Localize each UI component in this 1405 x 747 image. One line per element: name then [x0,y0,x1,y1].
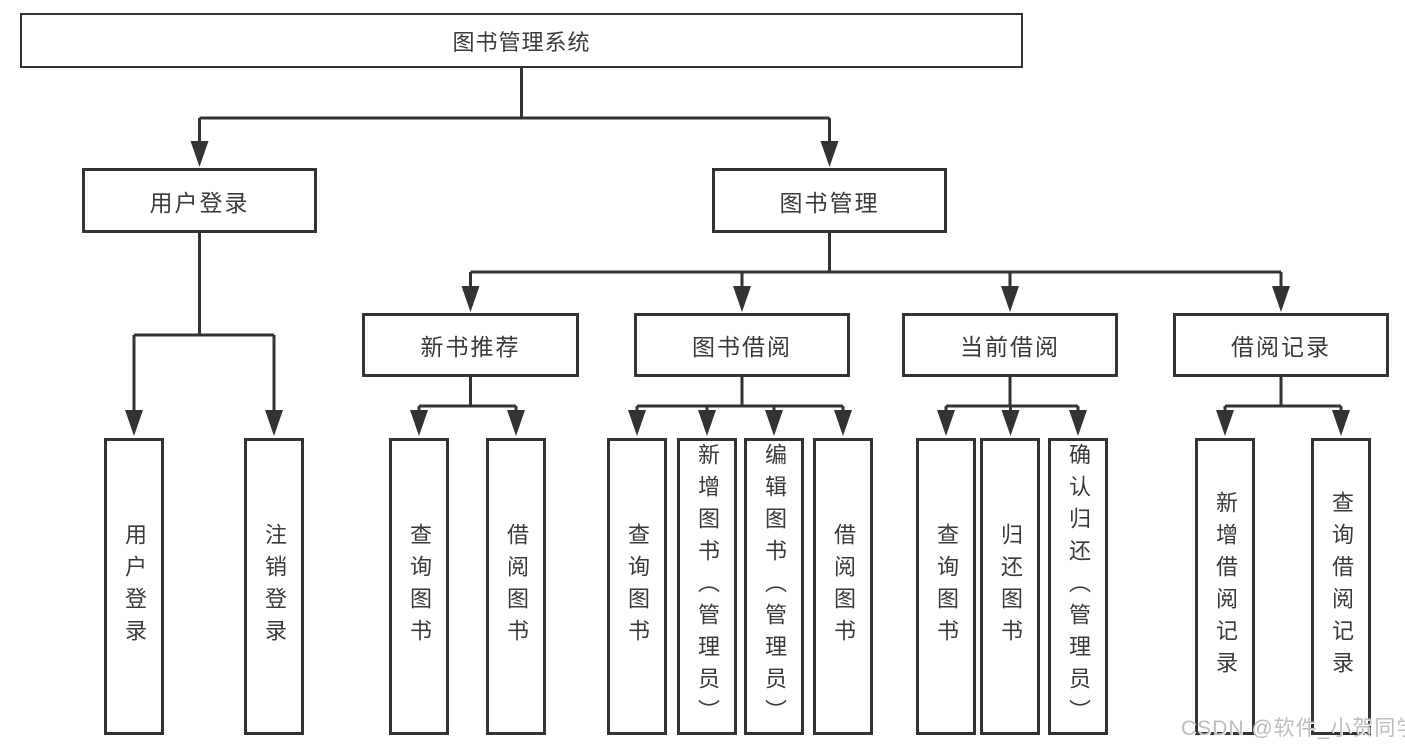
node-label: 图书管理 [779,189,880,216]
watermark-text: CSDN @软件_小贺同学 [1181,717,1405,740]
edge-book-borrowing-to-leaves [635,377,845,414]
edge-book-management-to-level3 [469,233,1283,290]
arrowheads [125,141,1350,436]
edge-borrowing-records-to-leaves [1223,377,1343,414]
edge-current-borrowing-to-leaves [944,377,1080,414]
node-library-management-system: 图书管理系统 [20,13,1023,68]
leaf-borrow-books-borrowing: 借阅图书 [813,438,873,735]
node-book-borrowing: 图书借阅 [634,313,850,377]
leaf-query-books-current: 查询图书 [916,438,976,735]
leaf-add-books-admin: 新增图书（管理员） [677,438,737,735]
node-user-login: 用户登录 [82,168,317,233]
leaf-query-books-recommend: 查询图书 [389,438,449,735]
node-label: 查询图书 [625,522,650,651]
node-label: 查询图书 [407,522,432,651]
node-label: 借阅记录 [1231,334,1331,360]
node-label: 用户登录 [122,522,147,651]
node-label: 编辑图书（管理员） [762,442,787,731]
node-label: 用户登录 [149,189,250,216]
node-label: 归还图书 [998,522,1023,651]
edge-root-to-level2 [198,68,831,145]
edge-user-login-to-leaves [132,233,276,414]
node-label: 查询借阅记录 [1329,490,1354,683]
leaf-borrow-books-recommend: 借阅图书 [486,438,546,735]
leaf-logout: 注销登录 [244,438,304,735]
node-label: 新增借阅记录 [1213,490,1238,683]
node-label: 当前借阅 [960,334,1060,360]
node-label: 确认归还（管理员） [1066,442,1091,731]
node-current-borrowing: 当前借阅 [902,313,1118,377]
node-label: 借阅图书 [504,522,529,651]
leaf-confirm-return-admin: 确认归还（管理员） [1048,438,1108,735]
node-label: 查询图书 [934,522,959,651]
leaf-return-books: 归还图书 [980,438,1040,735]
node-book-management: 图书管理 [712,168,947,233]
leaf-query-borrow-record: 查询借阅记录 [1311,438,1371,735]
node-label: 图书借阅 [692,334,792,360]
leaf-add-borrow-record: 新增借阅记录 [1195,438,1255,735]
edge-new-book-recommend-to-leaves [417,377,518,414]
leaf-query-books-borrowing: 查询图书 [607,438,667,735]
leaf-user-login: 用户登录 [104,438,164,735]
node-label: 新书推荐 [420,334,521,360]
node-label: 注销登录 [262,522,287,651]
node-label: 借阅图书 [831,522,856,651]
node-borrowing-records: 借阅记录 [1173,313,1389,377]
node-new-book-recommend: 新书推荐 [362,313,579,377]
node-label: 图书管理系统 [452,29,591,55]
node-label: 新增图书（管理员） [695,442,720,731]
leaf-edit-books-admin: 编辑图书（管理员） [744,438,804,735]
